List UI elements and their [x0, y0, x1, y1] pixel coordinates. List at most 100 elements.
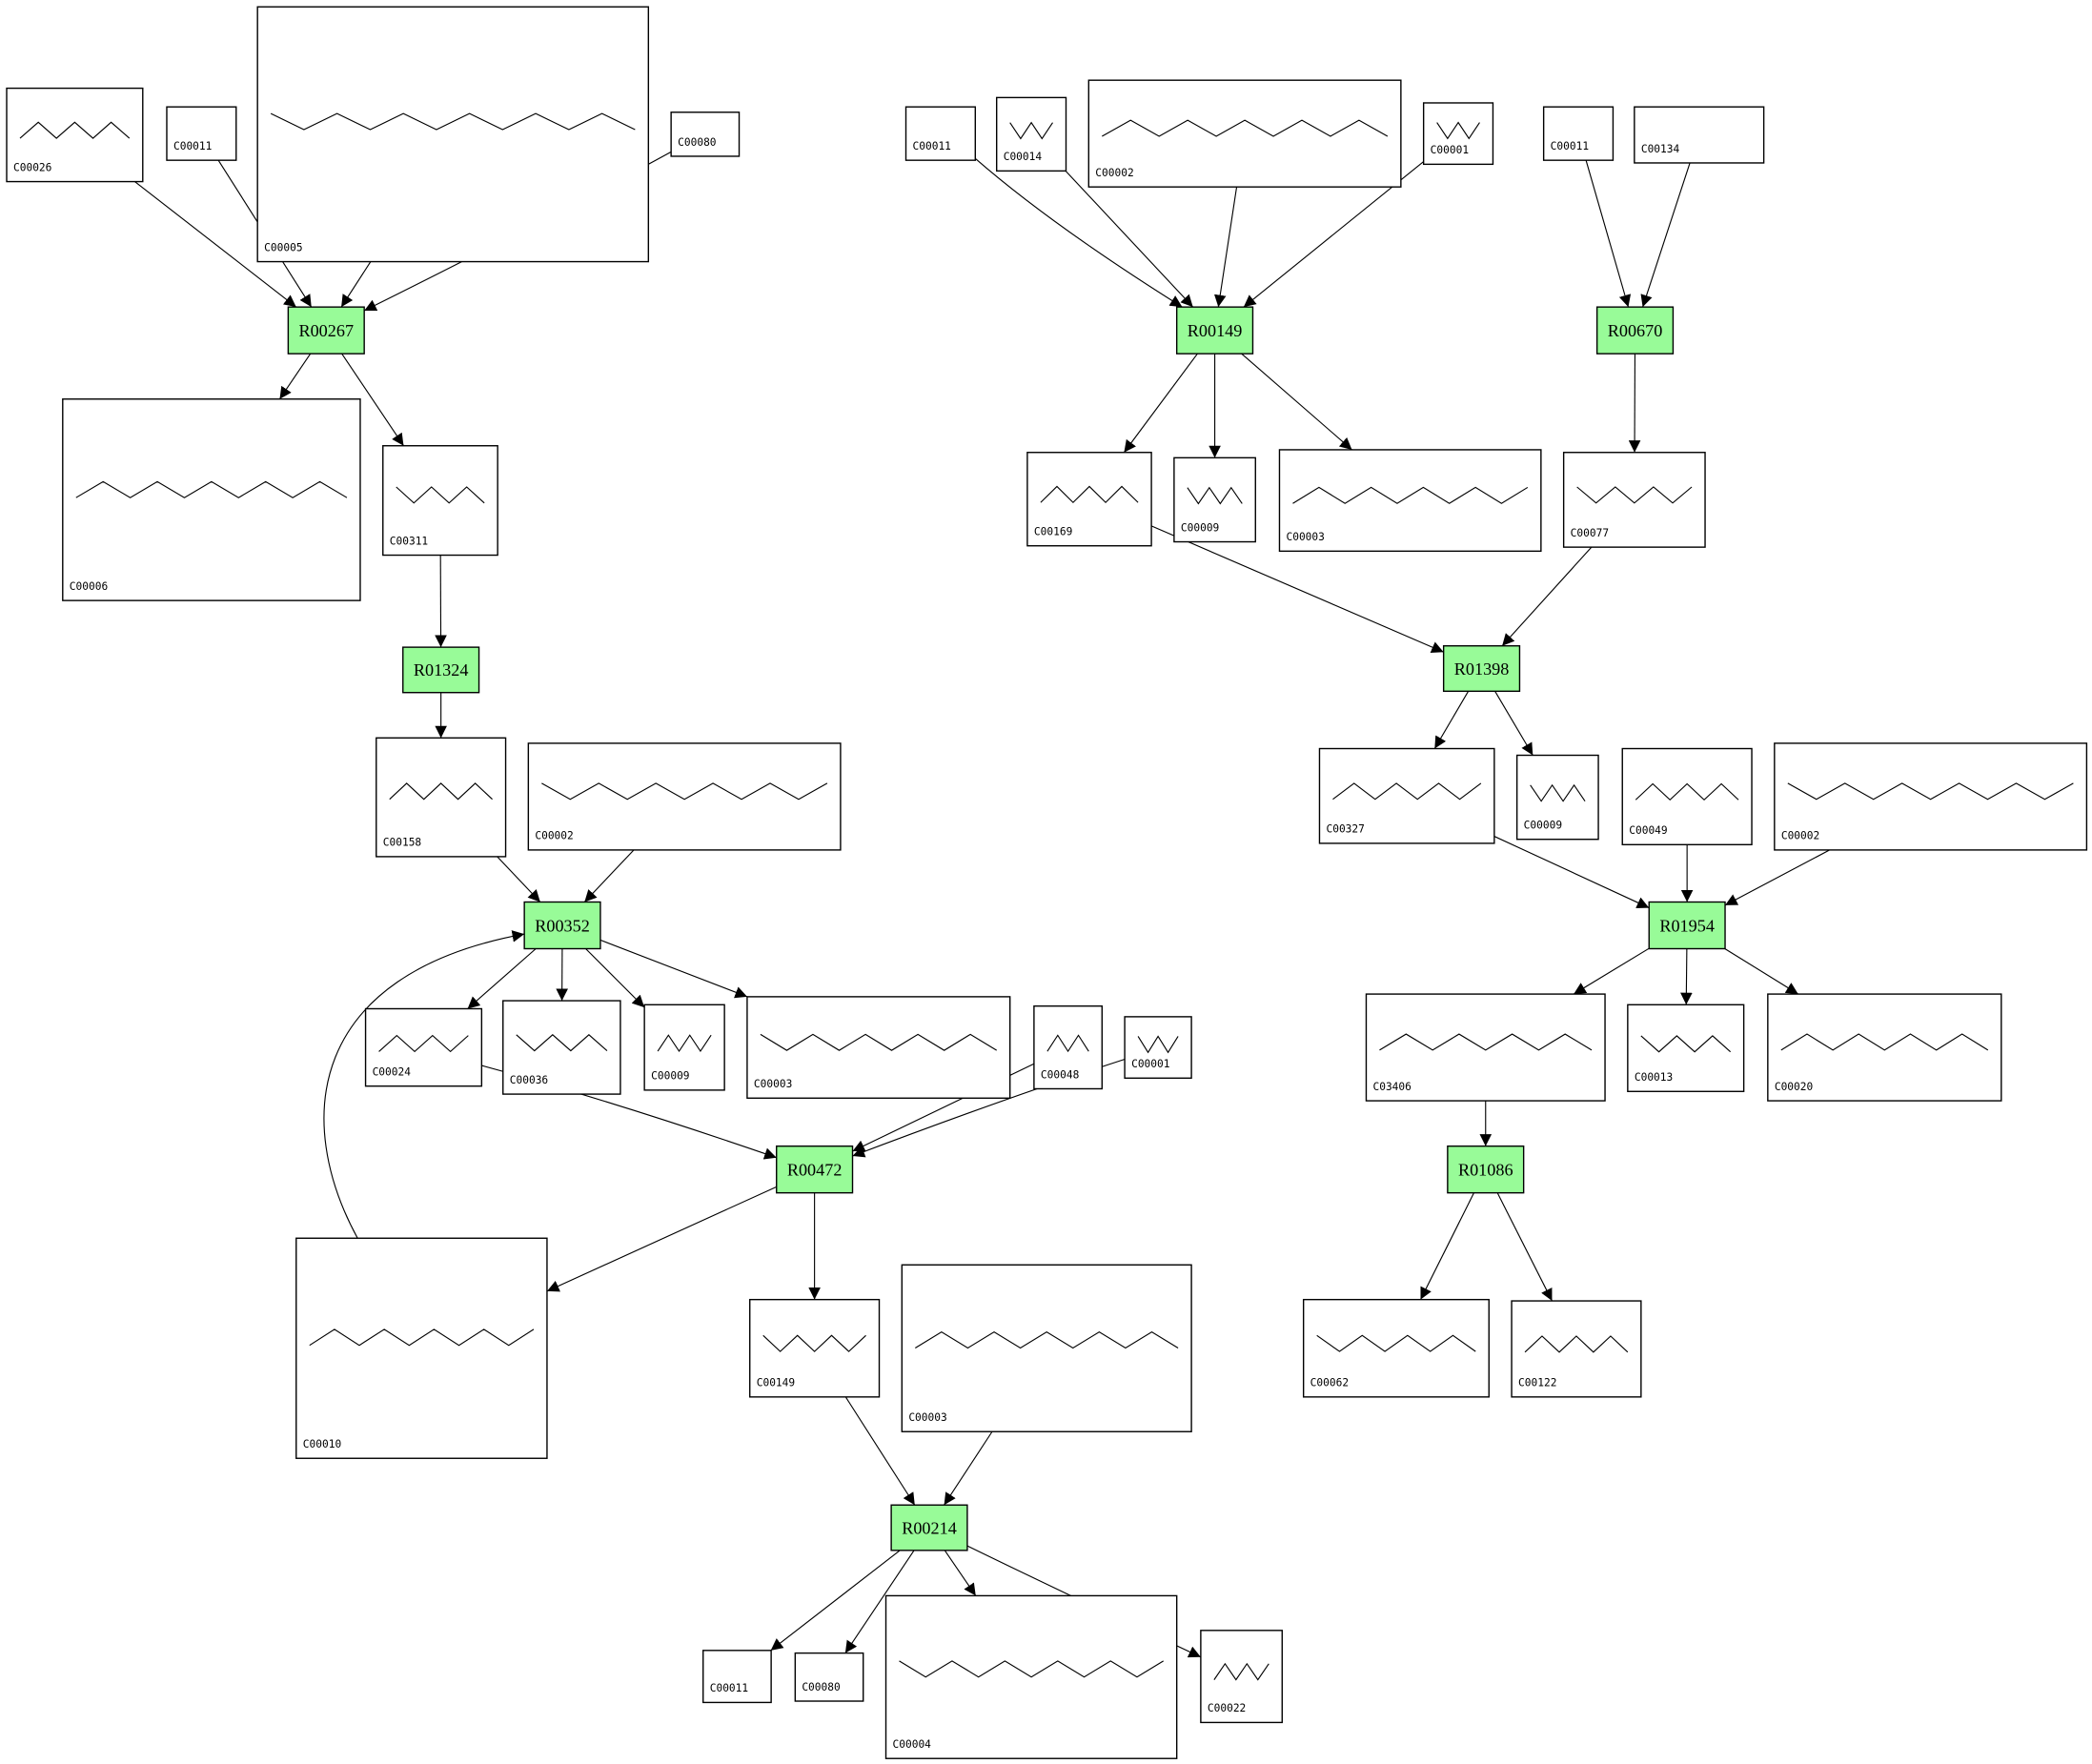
compound-box[interactable]	[256, 6, 650, 263]
reaction-box[interactable]	[523, 901, 601, 950]
compound-box[interactable]	[996, 96, 1067, 172]
compound-c00169[interactable]: C00169	[1026, 452, 1152, 547]
compound-c03406[interactable]: C03406	[1365, 993, 1606, 1102]
reaction-r00352[interactable]: R00352	[523, 901, 601, 950]
compound-c00122[interactable]: C00122	[1511, 1300, 1642, 1398]
compound-box[interactable]	[901, 1264, 1192, 1432]
compound-c00001[interactable]: C00001	[1422, 102, 1494, 166]
compound-c00020[interactable]: C00020	[1767, 993, 2002, 1102]
compound-c00077[interactable]: C00077	[1562, 452, 1706, 548]
compound-c00026[interactable]: C00026	[6, 87, 144, 183]
compound-c00002[interactable]: C00002	[1087, 79, 1402, 188]
compound-c00003[interactable]: C00003	[1278, 449, 1542, 553]
compound-box[interactable]	[1621, 747, 1753, 846]
compound-c00009[interactable]: C00009	[643, 1004, 725, 1091]
compound-box[interactable]	[376, 737, 507, 858]
reaction-r01954[interactable]: R01954	[1648, 901, 1726, 950]
reaction-box[interactable]	[402, 646, 480, 694]
compound-c00014[interactable]: C00014	[996, 96, 1067, 172]
compound-c00327[interactable]: C00327	[1318, 747, 1495, 844]
compound-c00024[interactable]: C00024	[364, 1007, 483, 1087]
reaction-r00670[interactable]: R00670	[1595, 306, 1675, 355]
reaction-r00149[interactable]: R00149	[1175, 306, 1254, 355]
compound-c00004[interactable]: C00004	[884, 1594, 1178, 1759]
reaction-r00214[interactable]: R00214	[890, 1504, 968, 1551]
compound-box[interactable]	[1767, 993, 2002, 1102]
compound-box[interactable]	[1026, 452, 1152, 547]
compound-c00003[interactable]: C00003	[746, 996, 1011, 1099]
compound-c00011[interactable]: C00011	[166, 106, 237, 161]
compound-c00062[interactable]: C00062	[1302, 1298, 1490, 1398]
reaction-r01086[interactable]: R01086	[1447, 1145, 1525, 1194]
compound-c00158[interactable]: C00158	[376, 737, 507, 858]
compound-box[interactable]	[166, 106, 237, 161]
reaction-box[interactable]	[1447, 1145, 1525, 1194]
compound-c00009[interactable]: C00009	[1173, 456, 1256, 543]
reaction-box[interactable]	[1175, 306, 1254, 355]
compound-c00003[interactable]: C00003	[901, 1264, 1192, 1432]
compound-c00149[interactable]: C00149	[749, 1298, 881, 1398]
compound-box[interactable]	[1542, 106, 1615, 161]
compound-box[interactable]	[904, 106, 977, 161]
edge-R00352-to-c24	[467, 948, 537, 1009]
reaction-box[interactable]	[1595, 306, 1675, 355]
compound-c00080[interactable]: C00080	[670, 112, 741, 157]
compound-c00011[interactable]: C00011	[1542, 106, 1615, 161]
compound-box[interactable]	[1634, 106, 1765, 164]
reaction-box[interactable]	[776, 1145, 854, 1194]
compound-box[interactable]	[670, 112, 741, 157]
compound-box[interactable]	[295, 1237, 548, 1459]
compound-box[interactable]	[1774, 742, 2088, 851]
compound-box[interactable]	[794, 1652, 864, 1702]
compound-box[interactable]	[1627, 1004, 1745, 1092]
compound-c00010[interactable]: C00010	[295, 1237, 548, 1459]
compound-c00005[interactable]: C00005	[256, 6, 650, 263]
compound-box[interactable]	[1033, 1004, 1103, 1090]
compound-c00134[interactable]: C00134	[1634, 106, 1765, 164]
compound-box[interactable]	[1511, 1300, 1642, 1398]
compound-c00036[interactable]: C00036	[502, 1000, 621, 1095]
compound-box[interactable]	[364, 1007, 483, 1087]
compound-box[interactable]	[643, 1004, 725, 1091]
structure-sketch	[760, 1033, 997, 1051]
reaction-r01398[interactable]: R01398	[1442, 645, 1521, 693]
compound-box[interactable]	[502, 1000, 621, 1095]
compound-box[interactable]	[1087, 79, 1402, 188]
compound-box[interactable]	[1365, 993, 1606, 1102]
compound-c00049[interactable]: C00049	[1621, 747, 1753, 846]
reaction-box[interactable]	[1442, 645, 1521, 693]
compound-c00002[interactable]: C00002	[1774, 742, 2088, 851]
reaction-id-label: R00149	[1188, 321, 1243, 340]
compound-box[interactable]	[1200, 1630, 1283, 1724]
compound-box[interactable]	[702, 1650, 772, 1704]
reaction-box[interactable]	[890, 1504, 968, 1551]
compound-id-label: C00169	[1034, 526, 1072, 538]
compound-box[interactable]	[527, 742, 842, 851]
compound-box[interactable]	[1318, 747, 1495, 844]
compound-c00006[interactable]: C00006	[62, 398, 361, 601]
reaction-box[interactable]	[287, 306, 365, 355]
compound-box[interactable]	[6, 87, 144, 183]
compound-box[interactable]	[749, 1298, 881, 1398]
compound-c00311[interactable]: C00311	[382, 445, 498, 557]
compound-box[interactable]	[1562, 452, 1706, 548]
reaction-r00267[interactable]: R00267	[287, 306, 365, 355]
reaction-box[interactable]	[1648, 901, 1726, 950]
compound-box[interactable]	[382, 445, 498, 557]
compound-c00011[interactable]: C00011	[702, 1650, 772, 1704]
reaction-r00472[interactable]: R00472	[776, 1145, 854, 1194]
reaction-r01324[interactable]: R01324	[402, 646, 480, 694]
compound-c00011[interactable]: C00011	[904, 106, 977, 161]
compound-box[interactable]	[62, 398, 361, 601]
compound-c00002[interactable]: C00002	[527, 742, 842, 851]
compound-box[interactable]	[1515, 754, 1599, 841]
compound-c00009[interactable]: C00009	[1515, 754, 1599, 841]
compound-c00080[interactable]: C00080	[794, 1652, 864, 1702]
compound-c00048[interactable]: C00048	[1033, 1004, 1103, 1090]
compound-box[interactable]	[1422, 102, 1494, 166]
compound-box[interactable]	[1124, 1016, 1192, 1079]
compound-c00022[interactable]: C00022	[1200, 1630, 1283, 1724]
compound-box[interactable]	[1173, 456, 1256, 543]
compound-c00013[interactable]: C00013	[1627, 1004, 1745, 1092]
compound-c00001[interactable]: C00001	[1124, 1016, 1192, 1079]
